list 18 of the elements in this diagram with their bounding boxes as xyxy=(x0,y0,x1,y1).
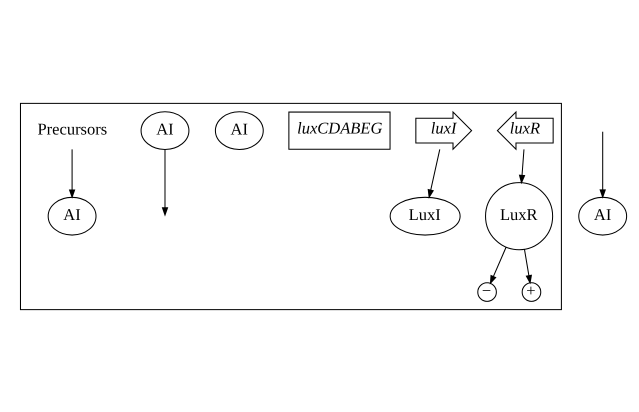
node-ellipse: AI xyxy=(214,110,264,150)
arrow xyxy=(428,148,440,198)
arrow xyxy=(68,148,76,198)
arrow xyxy=(599,131,606,198)
arrow xyxy=(518,148,526,184)
arrow xyxy=(162,149,168,216)
node-ellipse: AI xyxy=(48,196,97,236)
arrow xyxy=(524,248,532,284)
node-box: luxCDABEG xyxy=(288,111,391,150)
node-circle: LuxR xyxy=(485,182,554,250)
cluster xyxy=(20,102,562,310)
node-ellipse: LuxI xyxy=(390,196,461,236)
node-circle: + xyxy=(522,282,542,302)
node-ellipse: AI xyxy=(140,110,190,150)
node-text: Precursors xyxy=(38,119,108,138)
node-circle: − xyxy=(477,282,497,302)
arrow xyxy=(490,246,507,284)
node-ellipse: AI xyxy=(578,196,628,236)
